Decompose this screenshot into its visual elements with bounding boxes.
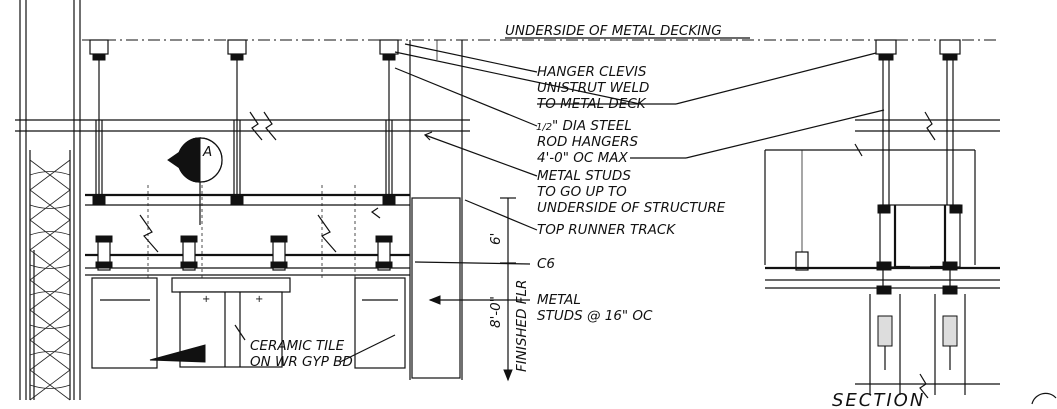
ceiling-fixtures: + + [91, 277, 406, 369]
top-runner-label: TOP RUNNER TRACK [537, 222, 676, 238]
svg-text:+: + [202, 294, 210, 305]
exterior-wall [19, 0, 81, 400]
dim-8-label: 8'-0" [488, 296, 504, 328]
section-marker-icon: A [167, 137, 223, 225]
tile-line1-label: CERAMIC TILE [250, 338, 345, 354]
studs-line2-label: TO GO UP TO [537, 184, 627, 200]
stud-wall [409, 40, 463, 380]
metal-line2-label: STUDS @ 16" OC [537, 308, 653, 324]
rod-fraction-label: 1/2 [536, 122, 552, 133]
section-title: SECTION [832, 390, 1057, 409]
section-view-right [764, 39, 1000, 399]
hanger-clevis-label: HANGER CLEVIS [537, 64, 647, 80]
metal-deck-line: UNDERSIDE OF METAL DECKING [82, 23, 1000, 41]
leader-arrow-icon [234, 43, 885, 363]
studs-line3-label: UNDERSIDE OF STRUCTURE [537, 200, 726, 216]
rod-dia-label: " DIA STEEL [552, 118, 632, 134]
studs-line1-label: METAL STUDS [537, 168, 631, 184]
rod-spacing-label: 4'-0" OC MAX [537, 150, 628, 166]
unistrut-weld-label: UNISTRUT WELD [537, 80, 649, 96]
break-line-icon [15, 111, 470, 253]
dimension-lines: 6' 8'-0" FINISHED FLR [488, 197, 530, 382]
tile-line2-label: ON WR GYP BD [250, 354, 353, 370]
finished-floor-label: FINISHED FLR [514, 280, 530, 372]
section-mark-label: A [202, 144, 212, 160]
section-title-label: SECTION [832, 390, 925, 409]
hanger-assemblies-left [89, 39, 399, 206]
dim-6-label: 6' [488, 233, 504, 245]
ceiling-framing [85, 185, 410, 280]
rod-hangers-label: ROD HANGERS [537, 134, 639, 150]
insulation-batt-icon [29, 150, 71, 401]
c6-label: C6 [537, 256, 555, 272]
svg-text:+: + [255, 294, 263, 305]
deck-label: UNDERSIDE OF METAL DECKING [505, 23, 722, 39]
metal-line1-label: METAL [537, 292, 581, 308]
callouts: HANGER CLEVIS UNISTRUT WELD TO METAL DEC… [250, 64, 726, 370]
